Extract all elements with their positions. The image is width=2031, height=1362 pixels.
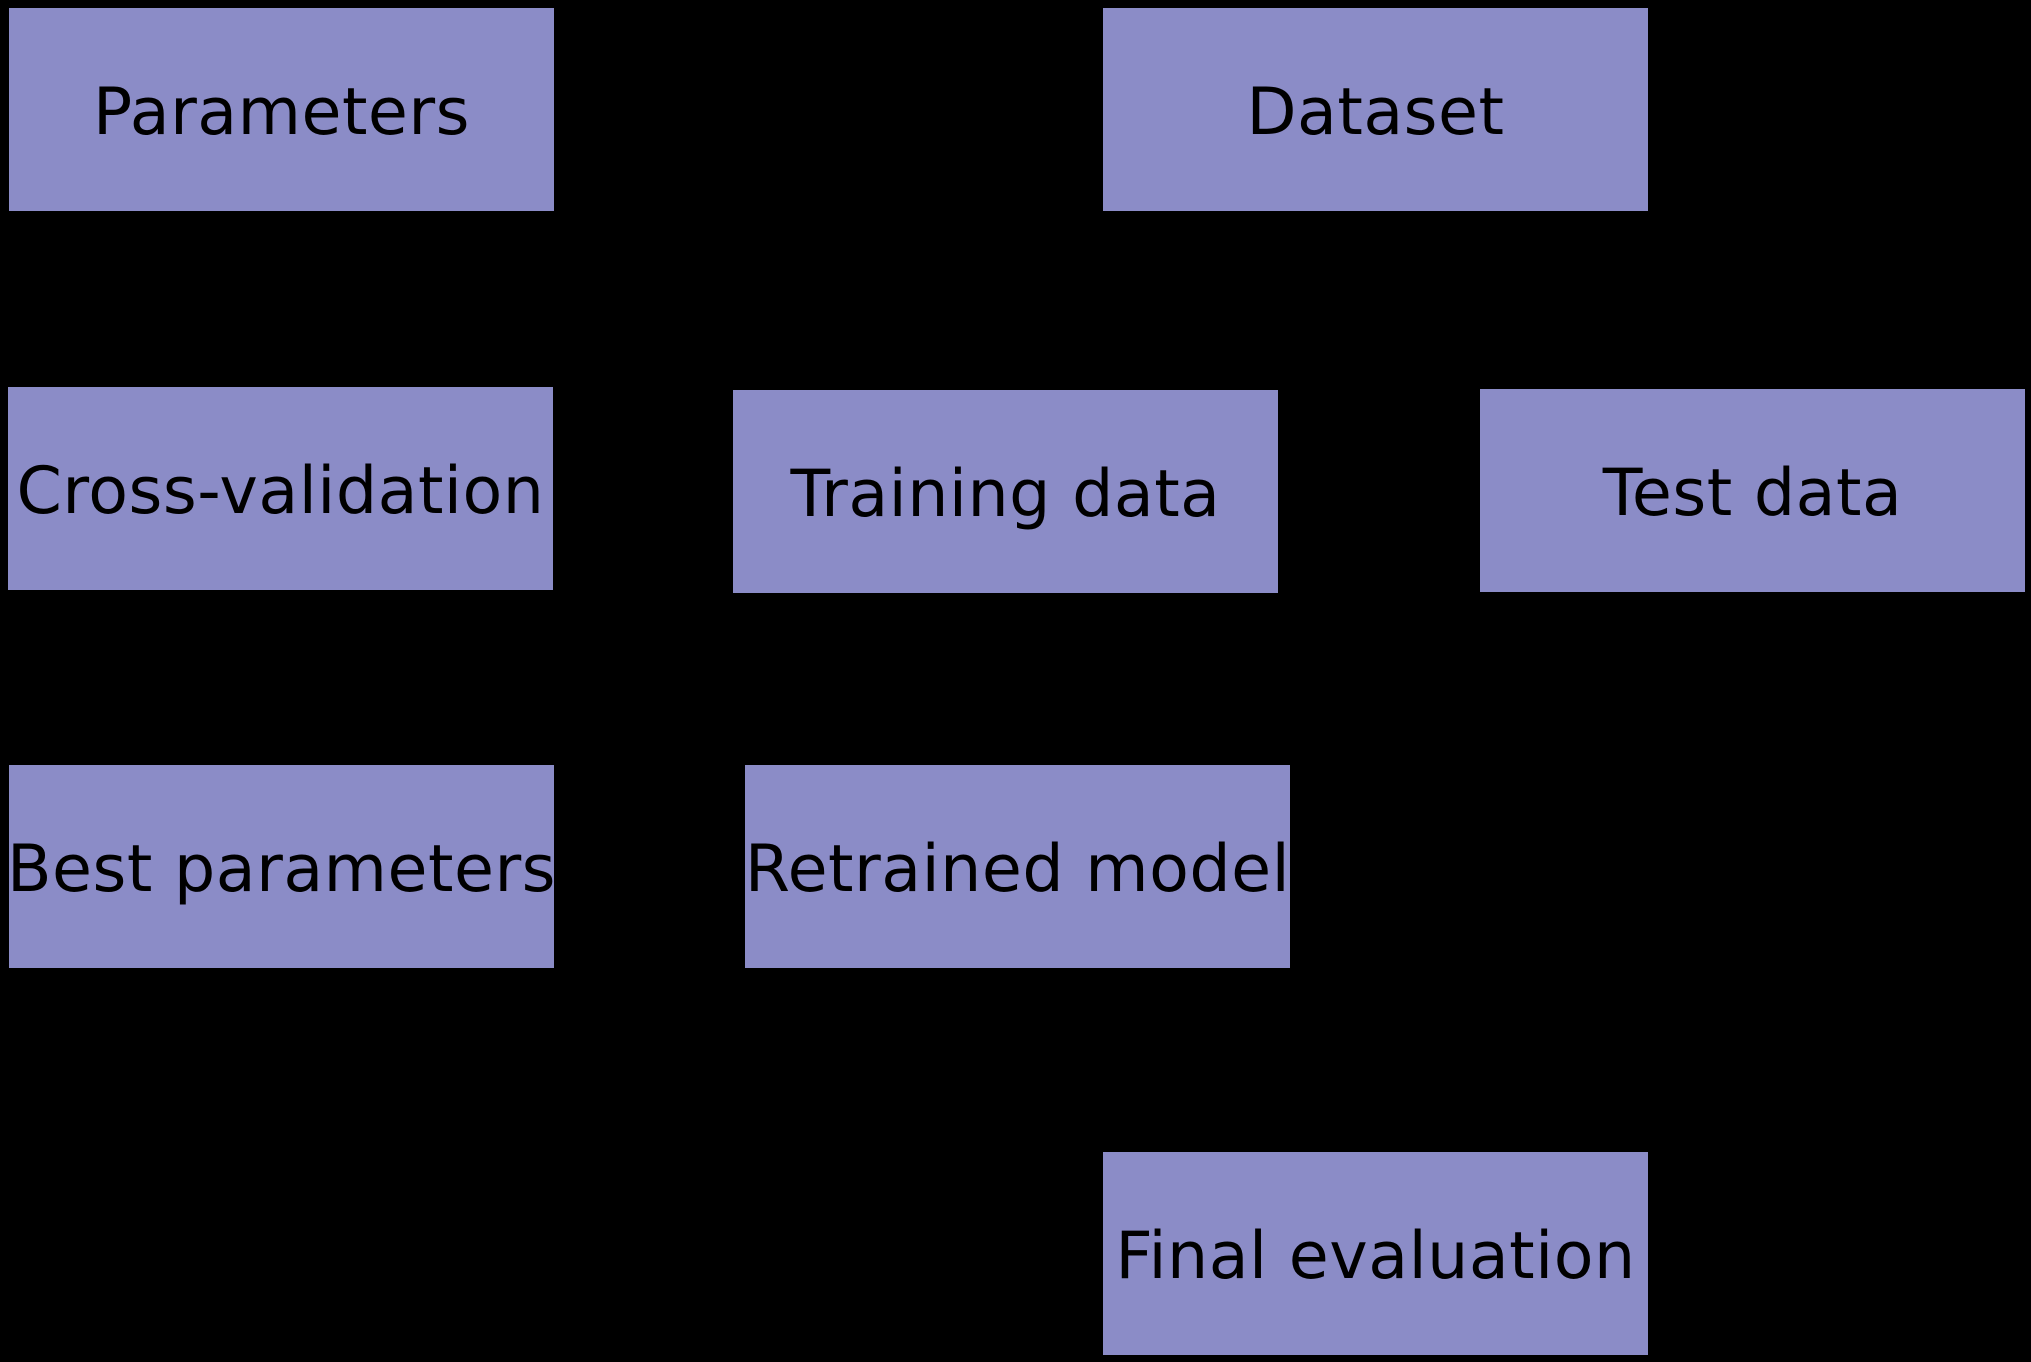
node-dataset-label: Dataset [1246, 75, 1505, 150]
node-parameters: Parameters [9, 8, 554, 211]
node-cross-validation: Cross-validation [8, 387, 553, 590]
node-best-parameters-label: Best parameters [6, 832, 557, 907]
node-training-data-label: Training data [790, 457, 1221, 532]
node-retrained-model-label: Retrained model [744, 832, 1291, 907]
node-dataset: Dataset [1103, 8, 1648, 211]
node-final-evaluation: Final evaluation [1103, 1152, 1648, 1355]
node-parameters-label: Parameters [92, 75, 471, 150]
node-cross-validation-label: Cross-validation [16, 454, 545, 529]
node-test-data: Test data [1480, 389, 2025, 592]
node-final-evaluation-label: Final evaluation [1115, 1219, 1636, 1294]
node-test-data-label: Test data [1602, 456, 1903, 531]
node-retrained-model: Retrained model [745, 765, 1290, 968]
node-best-parameters: Best parameters [6, 765, 557, 968]
node-training-data: Training data [733, 390, 1278, 593]
